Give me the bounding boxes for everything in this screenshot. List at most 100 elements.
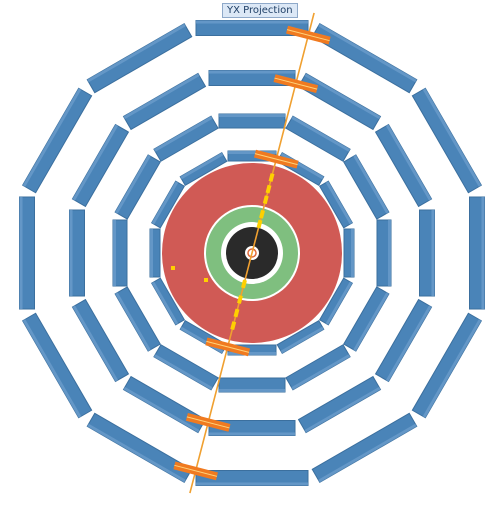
chamber-highlight: [318, 23, 417, 83]
track-segment: [253, 149, 299, 169]
chamber-body: [86, 412, 193, 484]
muon-chamber: [297, 72, 382, 131]
muon-chamber: [179, 151, 228, 187]
chamber-highlight: [325, 181, 353, 225]
energy-deposit: [233, 308, 240, 318]
projection-title: YX Projection: [222, 3, 298, 18]
chamber-highlight: [219, 389, 285, 392]
chamber-highlight: [151, 281, 179, 325]
interaction-point: [247, 248, 257, 258]
chamber-highlight: [228, 151, 276, 154]
chamber-body: [153, 115, 219, 162]
muon-chamber: [122, 72, 207, 131]
chamber-body: [343, 286, 390, 352]
energy-deposit: [256, 219, 263, 229]
chamber-body: [71, 298, 130, 383]
segment-line: [254, 153, 298, 166]
muon-chamber: [21, 87, 93, 194]
chamber-body: [411, 312, 483, 419]
chamber-highlight: [22, 88, 82, 187]
chamber-body: [311, 22, 418, 94]
chamber-highlight: [209, 432, 295, 436]
muon-chamber: [150, 180, 186, 229]
chamber-highlight: [291, 354, 351, 390]
muon-chamber: [86, 412, 193, 484]
segment-line: [174, 464, 218, 477]
chamber-highlight: [153, 354, 213, 390]
muon-chamber: [114, 286, 161, 352]
muon-chamber: [343, 154, 390, 220]
muon-chamber: [469, 196, 485, 310]
chamber-body: [297, 375, 382, 434]
energy-deposit: [265, 184, 272, 194]
chamber-body: [297, 72, 382, 131]
chamber-body: [374, 123, 433, 208]
chamber-body: [122, 375, 207, 434]
chamber-highlight: [431, 210, 435, 296]
chamber-highlight: [291, 116, 351, 152]
segment-line: [286, 29, 330, 42]
chamber-highlight: [219, 114, 285, 117]
chamber-highlight: [123, 73, 200, 120]
segment-line: [274, 77, 318, 90]
energy-deposit: [241, 279, 247, 289]
chamber-highlight: [422, 319, 482, 418]
energy-deposit: [171, 266, 175, 270]
track-segment: [273, 74, 319, 93]
track-segment: [185, 413, 231, 432]
muon-chamber: [374, 298, 433, 383]
chamber-body: [311, 412, 418, 484]
track-segment: [205, 337, 251, 357]
chamber-body: [114, 154, 161, 220]
muon-chamber: [153, 115, 219, 162]
muon-chamber: [376, 219, 392, 287]
muon-chamber: [285, 344, 351, 391]
chamber-highlight: [153, 116, 213, 152]
energy-deposit: [230, 321, 237, 330]
segment-line: [206, 340, 250, 353]
muon-chamber: [71, 298, 130, 383]
chamber-highlight: [180, 152, 224, 180]
muon-chamber: [86, 22, 193, 94]
muon-chamber: [411, 312, 483, 419]
chamber-highlight: [353, 154, 389, 214]
chamber-highlight: [325, 281, 353, 325]
muon-chamber: [208, 420, 296, 436]
muon-chamber: [311, 412, 418, 484]
track-segment: [173, 461, 218, 481]
chamber-highlight: [196, 482, 308, 486]
chamber-highlight: [318, 423, 417, 483]
muon-chamber: [218, 113, 286, 129]
chamber-highlight: [351, 229, 354, 277]
chamber-highlight: [196, 20, 308, 24]
track-segment: [286, 25, 331, 45]
muon-chamber: [318, 180, 354, 229]
muon-chamber: [411, 87, 483, 194]
chamber-highlight: [115, 292, 151, 352]
chamber-highlight: [69, 210, 73, 296]
chamber-highlight: [388, 220, 391, 286]
chamber-body: [374, 298, 433, 383]
muon-chamber: [112, 219, 128, 287]
muon-chamber: [71, 123, 130, 208]
muon-chamber: [21, 312, 93, 419]
chamber-body: [21, 87, 93, 194]
muon-chamber: [195, 20, 309, 36]
chamber-highlight: [304, 73, 381, 120]
chamber-highlight: [353, 292, 389, 352]
muon-chamber: [122, 375, 207, 434]
chamber-highlight: [115, 154, 151, 214]
muon-chamber: [374, 123, 433, 208]
chamber-highlight: [72, 124, 119, 201]
chamber-highlight: [304, 386, 381, 433]
event-display: [171, 12, 331, 494]
muon-chamber: [419, 209, 435, 297]
chamber-highlight: [385, 305, 432, 382]
muon-chamber: [276, 319, 325, 355]
muon-chamber: [297, 375, 382, 434]
chamber-highlight: [422, 88, 482, 187]
muon-chamber: [114, 154, 161, 220]
chamber-body: [114, 286, 161, 352]
